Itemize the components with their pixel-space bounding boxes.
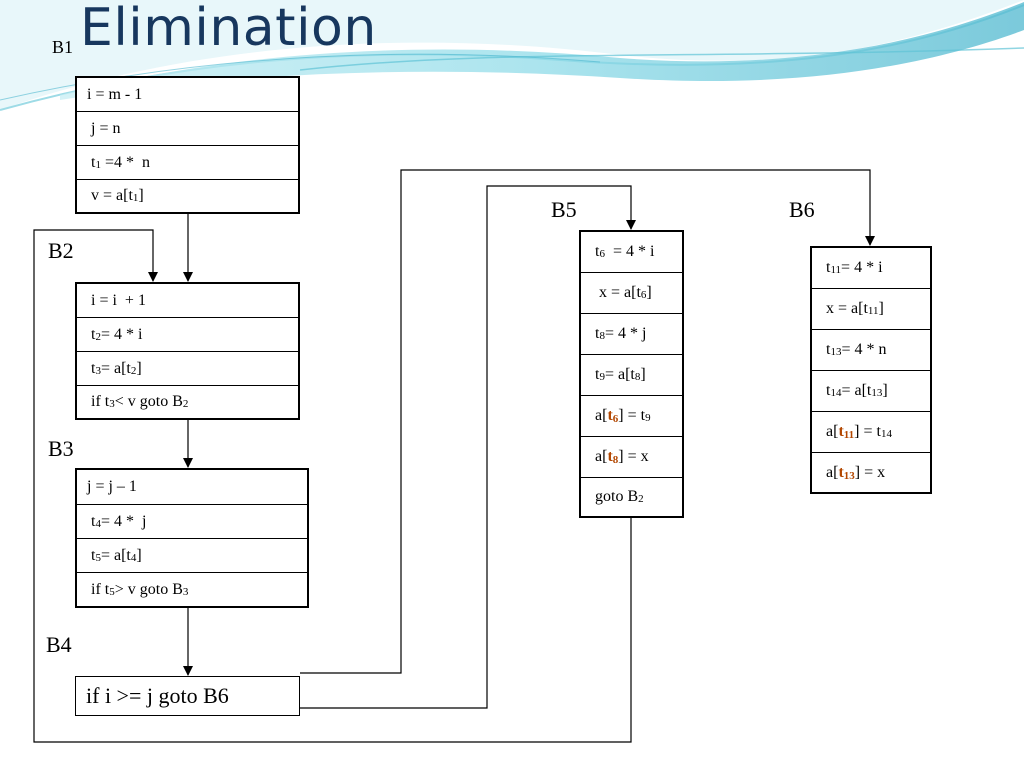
b1-stmt-1: i = m - 1 [77,78,298,112]
edge-b4-b5 [300,185,636,709]
b5-label: B5 [551,197,577,222]
block-b4: if i >= j goto B6 [75,676,300,716]
b6-stmt-6: a[t13] = x [826,463,886,482]
slide-title: Elimination [80,0,377,58]
b1-label: B1 [52,37,74,57]
b3-label: B3 [48,436,74,461]
b2-label: B2 [48,238,74,263]
b6-label: B6 [789,197,815,222]
b5-stmt-6: a[t8] = x [581,437,682,478]
edge-b5-b2 [33,229,632,743]
edge-b4-b6 [300,169,875,674]
b4-label: B4 [46,632,72,657]
b1-stmt-2: j = n [77,112,298,146]
b4-stmt-1: if i >= j goto B6 [86,682,229,708]
b2-stmt-1: i = i + 1 [77,284,298,318]
b3-stmt-1: j = j – 1 [77,470,307,505]
